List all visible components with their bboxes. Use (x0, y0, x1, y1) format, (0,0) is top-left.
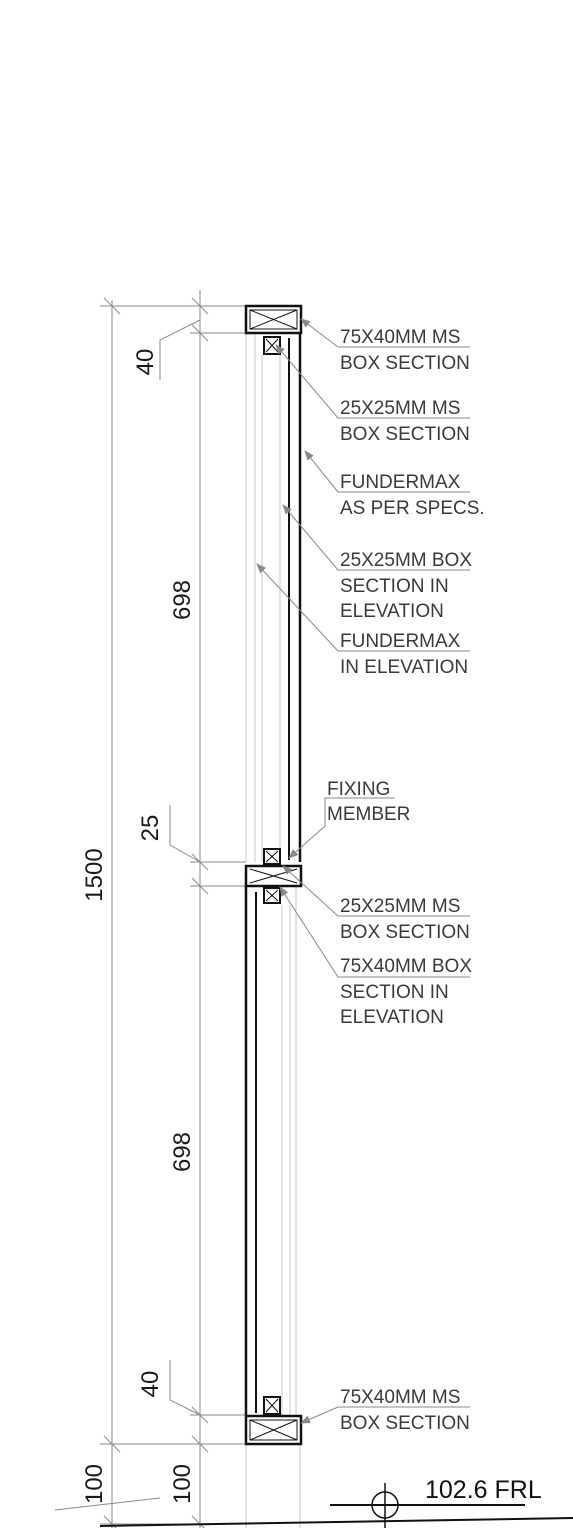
dimension-texts: 1500 40 698 25 698 40 100 100 (81, 349, 196, 1504)
dim-below-left: 100 (81, 1464, 108, 1504)
svg-text:75X40MM BOX: 75X40MM BOX (340, 956, 472, 977)
svg-text:75X40MM MS: 75X40MM MS (340, 1387, 460, 1408)
svg-text:MEMBER: MEMBER (327, 804, 410, 825)
callout-6: FIXING MEMBER (327, 779, 410, 825)
callout-leaders (256, 318, 470, 1424)
svg-text:ELEVATION: ELEVATION (340, 601, 444, 622)
dim-overall: 1500 (81, 848, 108, 901)
dim-top-frame: 40 (132, 349, 159, 376)
callout-7: 25X25MM MS BOX SECTION (340, 896, 470, 943)
dim-mid-gap: 25 (137, 815, 164, 842)
svg-text:25X25MM MS: 25X25MM MS (340, 398, 460, 419)
svg-text:BOX SECTION: BOX SECTION (340, 353, 470, 374)
callout-3: FUNDERMAX AS PER SPECS. (340, 472, 485, 519)
level-marker: 102.6 FRL (330, 1476, 542, 1528)
svg-text:25X25MM BOX: 25X25MM BOX (340, 550, 472, 571)
dim-bottom-frame: 40 (137, 1371, 164, 1398)
callout-9: 75X40MM MS BOX SECTION (340, 1387, 470, 1434)
svg-text:IN ELEVATION: IN ELEVATION (340, 657, 468, 678)
svg-text:SECTION IN: SECTION IN (340, 982, 449, 1003)
level-label: 102.6 FRL (425, 1476, 542, 1504)
ground-line (99, 1517, 573, 1527)
callout-8: 75X40MM BOX SECTION IN ELEVATION (340, 956, 472, 1028)
svg-text:AS PER SPECS.: AS PER SPECS. (340, 498, 485, 519)
panel-section (244, 304, 303, 1528)
dim-lower-panel: 698 (169, 1132, 196, 1172)
svg-text:ELEVATION: ELEVATION (340, 1007, 444, 1028)
callout-4: 25X25MM BOX SECTION IN ELEVATION (340, 550, 472, 622)
svg-text:75X40MM MS: 75X40MM MS (340, 327, 460, 348)
svg-text:BOX SECTION: BOX SECTION (340, 424, 470, 445)
svg-text:FIXING: FIXING (327, 779, 390, 800)
dim-below-right: 100 (169, 1464, 196, 1504)
callout-2: 25X25MM MS BOX SECTION (340, 398, 470, 445)
svg-text:SECTION IN: SECTION IN (340, 576, 449, 597)
dimension-lines (54, 290, 246, 1528)
svg-text:BOX SECTION: BOX SECTION (340, 1413, 470, 1434)
callout-5: FUNDERMAX IN ELEVATION (340, 631, 468, 678)
svg-text:FUNDERMAX: FUNDERMAX (340, 472, 461, 493)
dim-upper-panel: 698 (169, 580, 196, 620)
svg-text:BOX SECTION: BOX SECTION (340, 922, 470, 943)
callout-1: 75X40MM MS BOX SECTION (340, 327, 470, 374)
svg-text:FUNDERMAX: FUNDERMAX (340, 631, 461, 652)
svg-text:25X25MM MS: 25X25MM MS (340, 896, 460, 917)
